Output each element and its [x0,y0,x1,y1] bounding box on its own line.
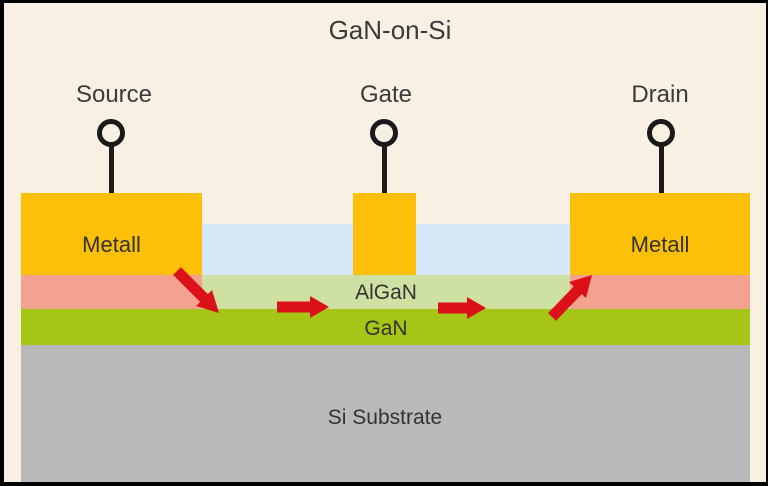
gan-buffer-layer [21,309,750,345]
drain-ohmic-contact-region [570,275,750,309]
gate-terminal-label: Gate [359,81,413,108]
si-substrate-layer [21,345,750,482]
source-terminal-label: Source [75,81,153,108]
gate-terminal-circle-icon [370,119,398,147]
source-terminal-circle-icon [97,119,125,147]
source-metal-label: Metall [82,232,141,257]
gate-terminal-wire [382,146,387,193]
gan-layer-label: GaN [364,317,408,340]
drain-terminal-wire [659,146,664,193]
source-ohmic-contact-region [21,275,202,309]
source-terminal-wire [109,146,114,193]
drain-metal-contact [570,193,750,275]
algan-layer-label: AlGaN [355,281,417,304]
gate-metal-contact [353,193,416,275]
algan-barrier-layer [202,275,570,309]
diagram-title: GaN-on-Si [328,15,452,45]
source-metal-contact [21,193,202,275]
si-substrate-label: Si Substrate [327,406,443,429]
drain-terminal-circle-icon [647,119,675,147]
drain-terminal-label: Drain [631,81,689,108]
drain-metal-label: Metall [630,232,690,257]
